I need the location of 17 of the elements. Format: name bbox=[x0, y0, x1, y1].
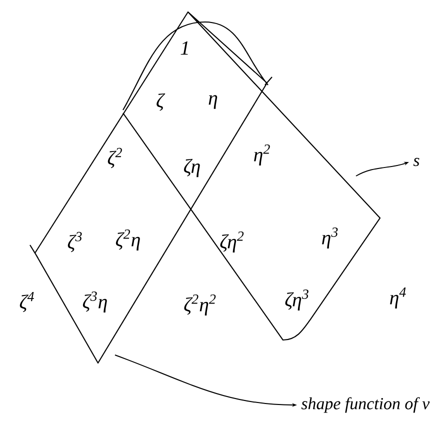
variable-label: s bbox=[413, 158, 420, 166]
monomial-label: ζη$^{3}$ bbox=[285, 290, 308, 310]
monomial-label: 1 bbox=[180, 41, 188, 55]
monomial-label: ζ bbox=[156, 93, 166, 111]
monomial-label: ζη$^{2}$ bbox=[220, 232, 244, 252]
annotation-text: shape function of v bbox=[301, 397, 430, 413]
monomial-label: ζ$^{2}$η$^{2}$ bbox=[184, 294, 216, 316]
monomial-label: ζ$^{2}$η bbox=[116, 230, 140, 250]
monomial-label: ζ$^{2}$ bbox=[108, 148, 122, 168]
monomial-label: η$^{2}$ bbox=[254, 144, 270, 166]
monomial-label: ζ$^{4}$ bbox=[20, 292, 34, 312]
monomial-label: η bbox=[208, 95, 218, 109]
monomial-label: η$^{4}$ bbox=[390, 288, 406, 308]
monomial-label: ζ$^{3}$ bbox=[68, 232, 82, 252]
monomial-label: ζ$^{3}$η bbox=[82, 292, 107, 312]
monomial-label: ζη bbox=[184, 158, 200, 178]
monomial-label: η$^{3}$ bbox=[322, 228, 338, 248]
